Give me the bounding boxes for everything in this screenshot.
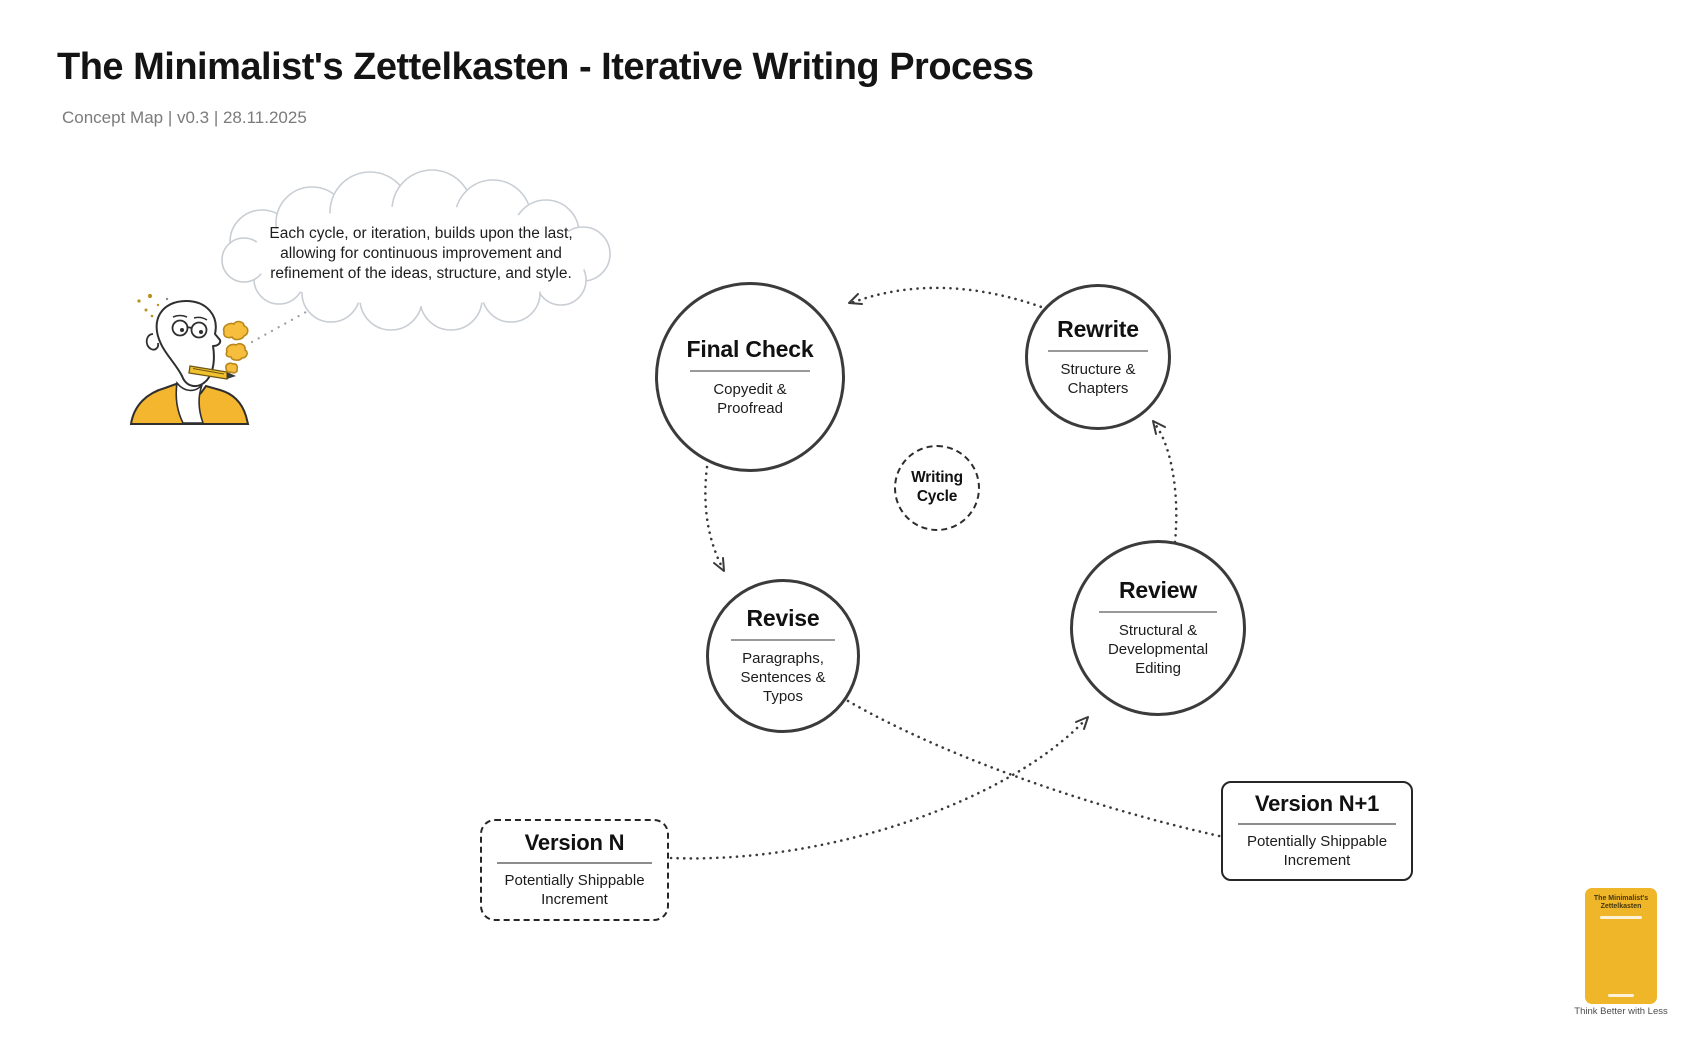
node-divider [496, 862, 653, 865]
arrow-revise-to-version-n-plus-1 [846, 699, 1235, 841]
node-divider [731, 639, 835, 642]
node-title: Revise [746, 605, 820, 632]
node-title: Writing Cycle [911, 469, 963, 505]
node-title: Review [1118, 577, 1198, 604]
node-divider [1048, 349, 1148, 352]
arrowhead-at-rewrite [1152, 420, 1166, 435]
character-neck [175, 381, 205, 424]
node-divider [1238, 823, 1396, 826]
node-revise: Revise Paragraphs, Sentences & Typos [706, 579, 860, 733]
arrow-final-check-to-revise [704, 465, 725, 571]
character-eyes [180, 328, 203, 334]
thought-cloud [221, 169, 611, 331]
brand-footer-bar [1608, 993, 1634, 997]
character-ear [145, 333, 160, 351]
node-subtitle: Potentially Shippable Increment [504, 872, 645, 908]
character-head [155, 300, 222, 388]
node-title: Rewrite [1057, 315, 1139, 342]
thought-puffs [222, 320, 249, 374]
brand-caption: Think Better with Less [1574, 1006, 1668, 1017]
brand-card-title-line2: Zettelkasten [1600, 903, 1642, 911]
node-subtitle: Paragraphs, Sentences & Typos [740, 650, 826, 705]
page-title: The Minimalist's Zettelkasten - Iterativ… [57, 46, 1034, 88]
node-divider [1099, 611, 1217, 614]
arrow-review-to-rewrite [1152, 421, 1178, 544]
arrow-rewrite-to-final-check [849, 286, 1049, 311]
node-subtitle: Potentially Shippable Increment [1246, 833, 1388, 869]
thought-trail-dots [250, 310, 308, 344]
character-glasses [171, 319, 208, 339]
brand-card-title-line1: The Minimalist's [1593, 895, 1649, 902]
node-subtitle: Copyedit & Proofread [713, 380, 787, 417]
arrowhead-at-revise [713, 557, 725, 572]
brand-tagline-bar [1600, 915, 1642, 919]
node-writing-cycle: Writing Cycle [894, 445, 980, 531]
node-title: Version N [524, 830, 625, 856]
node-rewrite: Rewrite Structure & Chapters [1025, 284, 1171, 430]
character-eyebrows [172, 314, 208, 321]
node-final-check: Final Check Copyedit & Proofread [655, 282, 845, 472]
thought-bubble-text: Each cycle, or iteration, builds upon th… [269, 225, 573, 282]
brand-card: The Minimalist's Zettelkasten [1585, 888, 1657, 1004]
node-title: Version N+1 [1254, 791, 1380, 817]
arrow-version-n-to-review [669, 717, 1088, 860]
node-review: Review Structural & Developmental Editin… [1070, 540, 1246, 716]
node-subtitle: Structural & Developmental Editing [1107, 622, 1209, 677]
brand-card-title: The Minimalist's Zettelkasten [1588, 895, 1654, 912]
node-title: Final Check [686, 335, 814, 362]
box-version-n: Version N Potentially Shippable Incremen… [480, 819, 669, 921]
arrowhead-at-final-check [848, 293, 863, 305]
character-illustration [129, 293, 250, 425]
page-subtitle: Concept Map | v0.3 | 28.11.2025 [62, 108, 307, 127]
arrowhead-at-review [1075, 716, 1089, 730]
character-speckles [137, 293, 169, 318]
pencil-in-mouth [188, 365, 236, 380]
node-divider [690, 369, 810, 372]
box-version-n-plus-1: Version N+1 Potentially Shippable Increm… [1221, 781, 1413, 881]
node-subtitle: Structure & Chapters [1060, 360, 1136, 397]
